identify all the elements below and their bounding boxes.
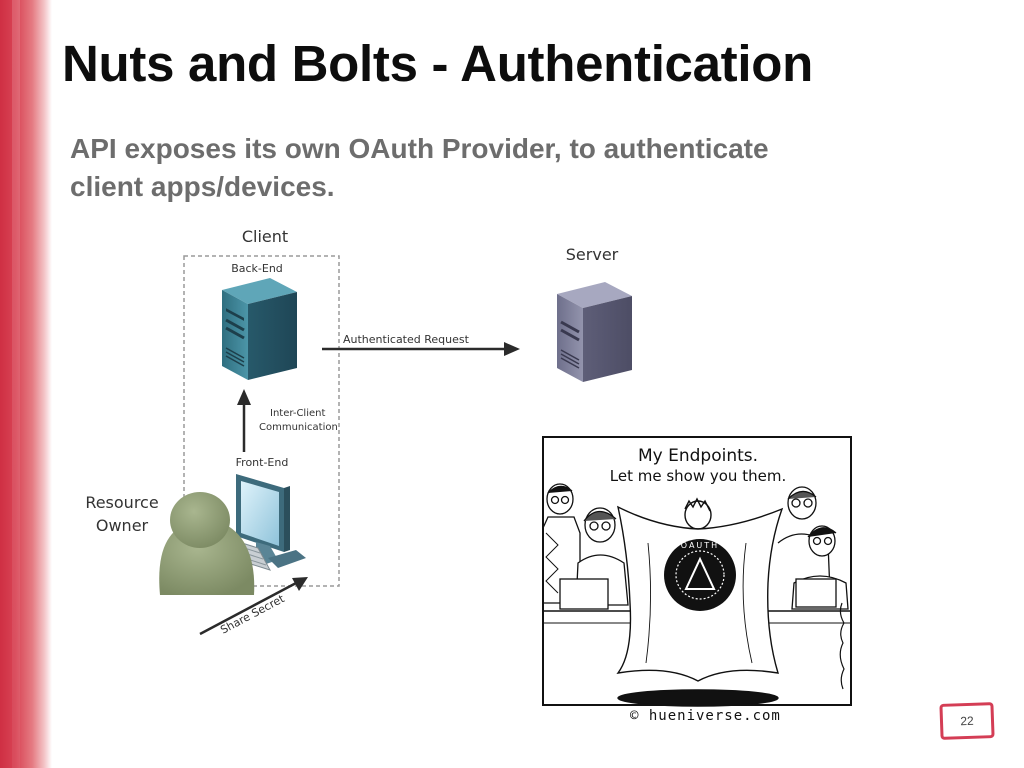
server-label: Server	[566, 245, 619, 264]
oauth-endpoints-comic: My Endpoints. Let me show you them. OAUT…	[542, 436, 852, 707]
comic-caption-line-2: Let me show you them.	[610, 467, 786, 485]
subtitle-line-2: client apps/devices.	[70, 171, 335, 202]
client-boundary-box	[183, 255, 340, 587]
page-number: 22	[960, 713, 974, 729]
inter-client-label-1: Inter-Client	[270, 408, 325, 419]
front-end-label: Front-End	[236, 456, 289, 469]
left-accent-bar	[0, 0, 52, 768]
back-end-label: Back-End	[231, 262, 283, 275]
share-secret-arrowhead	[292, 577, 308, 591]
comic-credit: © hueniverse.com	[630, 708, 781, 724]
comic-caption-line-1: My Endpoints.	[638, 446, 758, 466]
comic-person-left-icon	[542, 483, 581, 604]
artist-signature	[839, 602, 845, 690]
oauth-emblem-icon	[664, 539, 736, 611]
comic-person-left2-icon	[559, 507, 629, 610]
resource-owner-label-1: Resource	[85, 493, 158, 512]
resource-owner-person-icon	[159, 492, 255, 595]
resource-owner-label-2: Owner	[96, 516, 149, 535]
server-icon	[557, 282, 632, 382]
share-secret-arrow	[199, 580, 299, 636]
comic-person-right2-icon	[791, 525, 849, 610]
back-end-server-icon	[222, 278, 297, 380]
subtitle-line-1: API exposes its own OAuth Provider, to a…	[70, 133, 769, 164]
oauth-flow-diagram: Client Back-End Authenticated Request Se…	[85, 227, 632, 637]
oauth-emblem-text: OAUTH	[681, 541, 719, 550]
inter-client-label-2: Communication	[259, 422, 338, 433]
share-secret-label: Share Secret	[218, 592, 287, 637]
client-label: Client	[242, 227, 288, 246]
authenticated-request-arrowhead	[504, 342, 520, 356]
page-number-badge: 22	[939, 702, 995, 740]
authenticated-request-label: Authenticated Request	[343, 333, 470, 346]
slide-title: Nuts and Bolts - Authentication	[62, 35, 813, 92]
slide-subtitle: API exposes its own OAuth Provider, to a…	[70, 130, 950, 206]
inter-client-arrowhead	[237, 389, 251, 405]
